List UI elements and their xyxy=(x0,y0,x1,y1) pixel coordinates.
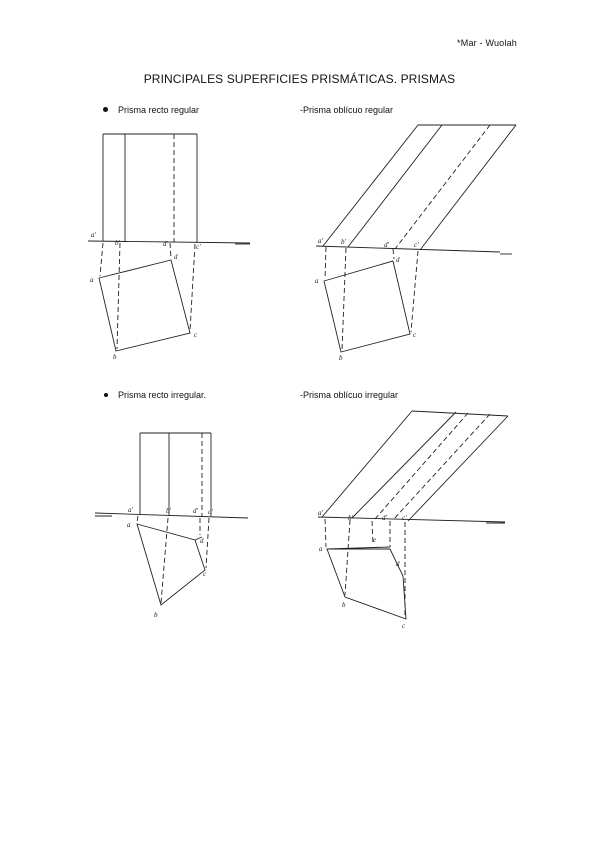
caption-oblicuo-regular: -Prisma oblícuo regular xyxy=(300,105,394,115)
page-title: PRINCIPALES SUPERFICIES PRISMÁTICAS. PRI… xyxy=(143,72,456,86)
label-d: d xyxy=(396,256,400,264)
label-b: b xyxy=(113,353,117,361)
label-c-prime: c' xyxy=(208,508,213,516)
caption-recto-irregular: Prisma recto irregular. xyxy=(104,390,206,400)
label-d-prime: d' xyxy=(193,507,199,515)
bullet-icon xyxy=(103,107,108,113)
label-c: c xyxy=(413,331,417,339)
label-a: a xyxy=(90,276,94,284)
label-b: b xyxy=(339,354,343,362)
label-b: b xyxy=(342,601,346,609)
label-a: a xyxy=(319,545,323,553)
label-c: c xyxy=(203,570,207,578)
label-b-prime: b' xyxy=(341,238,347,246)
caption-oblicuo-irregular: -Prisma oblícuo irregular xyxy=(300,390,399,400)
bullet-icon xyxy=(104,392,108,397)
label-a-prime: a' xyxy=(91,231,97,239)
caption-text: Prisma recto regular xyxy=(118,105,200,115)
caption-text: Prisma recto irregular. xyxy=(118,390,207,400)
label-c-prime: c' xyxy=(196,243,201,251)
label-e: e xyxy=(373,536,376,544)
label-a: a xyxy=(127,521,131,529)
label-a-prime: a' xyxy=(128,506,134,514)
label-d-prime: d' xyxy=(382,514,388,522)
label-c: c xyxy=(402,622,406,630)
label-b-prime: b' xyxy=(115,239,121,247)
label-a-prime: a' xyxy=(318,237,324,245)
label-b-prime: b' xyxy=(348,514,354,522)
label-d: d xyxy=(396,560,400,568)
label-a-prime: a' xyxy=(318,509,324,517)
label-b: b xyxy=(154,611,158,619)
label-c-prime: c' xyxy=(402,514,407,522)
author-credit: *Mar - Wuolah xyxy=(457,38,517,48)
label-a: a xyxy=(315,277,319,285)
label-c: c xyxy=(194,331,198,339)
label-d: d xyxy=(200,537,204,545)
label-c-prime: c' xyxy=(414,241,419,249)
caption-recto-regular: Prisma recto regular xyxy=(103,105,199,115)
label-d-prime: d' xyxy=(163,240,169,248)
label-d: d xyxy=(174,253,178,261)
label-d-prime: d' xyxy=(384,241,390,249)
label-b-prime: b' xyxy=(166,507,172,515)
